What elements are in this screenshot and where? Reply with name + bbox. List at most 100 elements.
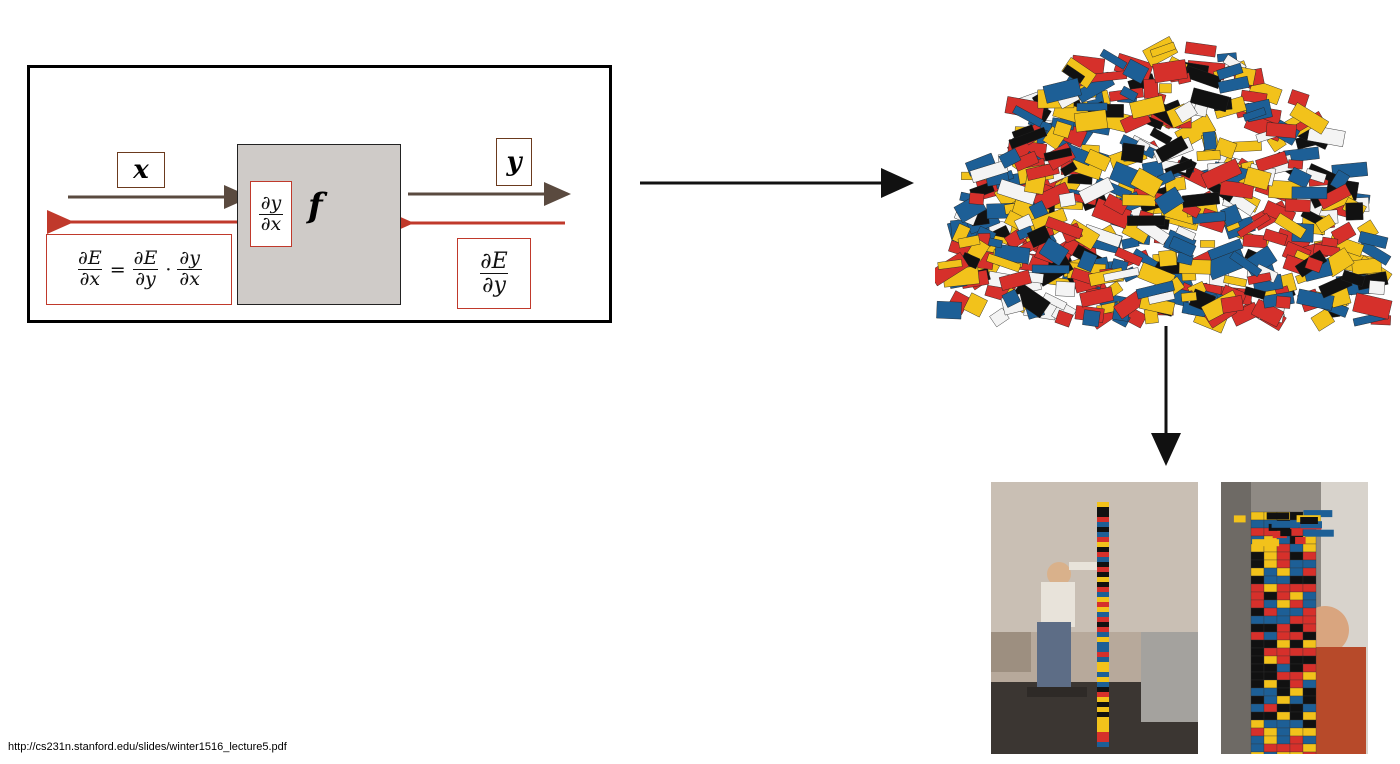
tower-brick — [1097, 567, 1109, 572]
tower-brick — [1263, 751, 1278, 754]
tower-brick — [1097, 657, 1109, 662]
tower-brick — [1276, 647, 1291, 657]
tower-brick — [1302, 727, 1317, 737]
tower-brick — [1097, 587, 1109, 592]
source-url: http://cs231n.stanford.edu/slides/winter… — [8, 741, 287, 753]
lego-brick — [1291, 186, 1328, 200]
lego-brick — [1058, 191, 1077, 208]
tower-brick — [1263, 663, 1278, 673]
tower-brick — [1302, 575, 1317, 585]
lego-brick — [1042, 77, 1082, 104]
lego-brick — [1217, 75, 1250, 94]
tower-brick — [1263, 551, 1278, 561]
tower-brick — [1289, 727, 1304, 737]
tower-brick — [1289, 719, 1304, 729]
lego-brick — [998, 147, 1022, 169]
lego-brick — [1129, 95, 1166, 120]
tower-brick — [1097, 607, 1109, 612]
lego-brick — [1310, 308, 1336, 332]
lego-brick — [1155, 135, 1189, 163]
lego-brick — [1044, 216, 1084, 240]
tower-brick — [1289, 639, 1304, 649]
lego-brick — [1207, 238, 1244, 261]
lego-brick — [1200, 240, 1216, 248]
tower-brick — [1233, 515, 1246, 523]
tower-brick — [1250, 527, 1265, 537]
lego-brick — [936, 300, 962, 320]
tower-brick — [1250, 727, 1265, 737]
tower-brick — [1263, 727, 1278, 737]
lego-brick — [1103, 267, 1140, 283]
tower-brick — [1097, 672, 1109, 677]
lego-brick — [1052, 120, 1073, 139]
lego-brick — [1001, 288, 1021, 308]
lego-brick — [1079, 286, 1115, 308]
lego-brick — [1026, 225, 1052, 248]
lego-brick — [1315, 214, 1336, 234]
tower-brick — [1097, 682, 1109, 687]
tower-brick — [1250, 511, 1265, 521]
tower-brick — [1271, 520, 1299, 528]
tower-brick — [1097, 632, 1109, 637]
tower-brick — [1289, 607, 1304, 617]
tower-brick — [1250, 743, 1265, 753]
function-label: f — [308, 186, 323, 226]
lego-brick — [1223, 274, 1248, 288]
tower-brick — [1263, 583, 1278, 593]
tower-brick — [1289, 567, 1304, 577]
lego-brick — [1062, 64, 1086, 84]
lego-brick — [1219, 180, 1255, 199]
diagram-frame — [27, 65, 612, 323]
tower-brick — [1300, 517, 1318, 524]
tower-brick — [1250, 615, 1265, 625]
tower-brick — [1097, 717, 1109, 722]
tower-brick — [1276, 575, 1291, 585]
tower-brick — [1276, 679, 1291, 689]
tower-brick — [1302, 551, 1317, 561]
tower-brick — [1250, 671, 1265, 681]
tower-brick — [1097, 507, 1109, 512]
tower-brick — [1097, 542, 1109, 547]
tower-brick — [1280, 529, 1292, 537]
upstream-gradient: ∂E ∂y — [457, 238, 531, 309]
tower-brick — [1263, 559, 1278, 569]
multiply-dot: · — [165, 258, 172, 281]
tower-brick — [1289, 551, 1304, 561]
tower-brick — [1276, 615, 1291, 625]
tower-brick — [1302, 631, 1317, 641]
tower-brick — [1250, 639, 1265, 649]
tower-brick — [1289, 655, 1304, 665]
tower-brick — [1250, 711, 1265, 721]
tower-brick — [1263, 687, 1278, 697]
tower-brick — [1250, 575, 1265, 585]
tower-brick — [1276, 623, 1291, 633]
tower-brick — [1263, 711, 1278, 721]
tower-brick — [1276, 583, 1291, 593]
lego-brick — [1099, 48, 1128, 70]
lego-brick — [1236, 212, 1271, 239]
tower-brick — [1097, 707, 1109, 712]
lego-brick — [1352, 292, 1393, 320]
tower-brick — [1263, 615, 1278, 625]
lego-brick — [1242, 107, 1267, 122]
lego-brick — [1043, 147, 1073, 162]
tower-brick — [1250, 719, 1265, 729]
tower-brick — [1263, 631, 1278, 641]
lego-brick — [1216, 62, 1244, 81]
tower-brick — [1276, 607, 1291, 617]
lego-brick — [1220, 295, 1244, 314]
lego-brick — [1010, 282, 1051, 319]
tower-brick — [1097, 537, 1109, 542]
tower-brick — [1250, 607, 1265, 617]
lego-brick — [951, 223, 971, 246]
tower-brick — [1276, 655, 1291, 665]
lego-brick — [1130, 167, 1164, 198]
lego-brick — [1038, 237, 1070, 267]
tower-brick — [1289, 751, 1304, 754]
tower-brick — [1097, 522, 1109, 527]
tower-brick — [1289, 647, 1304, 657]
tower-brick — [1263, 679, 1278, 689]
tower-brick — [1263, 607, 1278, 617]
tower-brick — [1097, 697, 1109, 702]
